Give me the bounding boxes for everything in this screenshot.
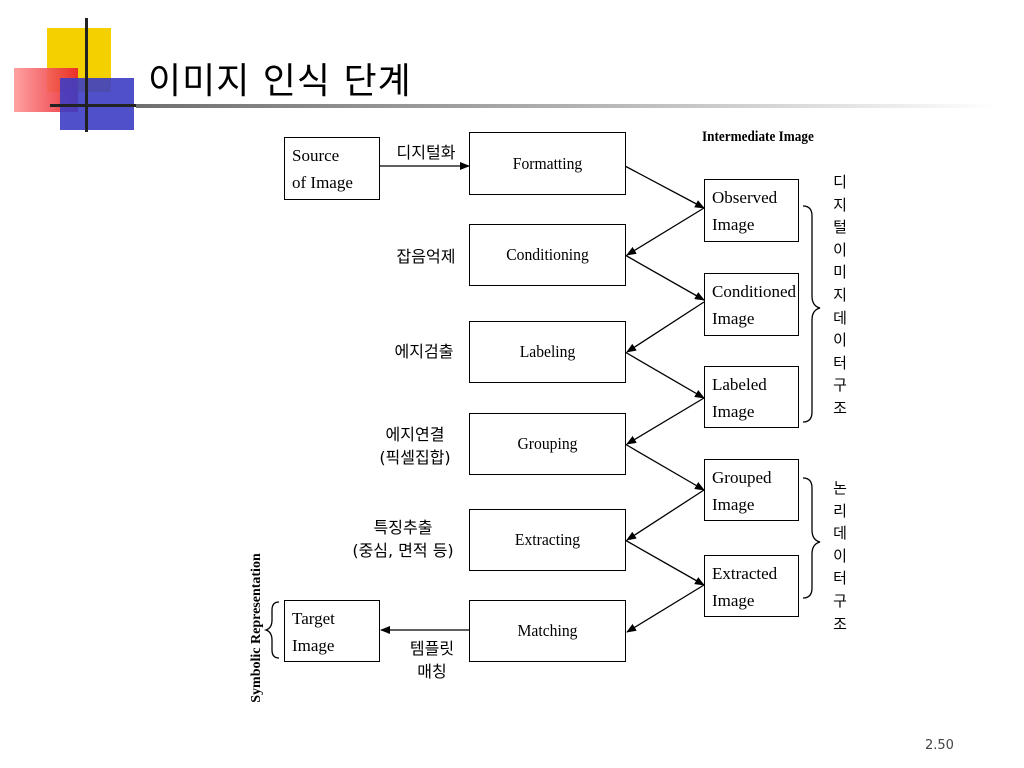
source-line-1: Source [292,146,340,165]
image-observed-line-1: Observed [712,188,778,207]
source-line-2: of Image [292,173,353,192]
note-feature-extraction-line-2: (중심, 면적 등) [352,541,454,560]
step-grouping-label: Grouping [517,434,578,453]
step-labeling-label: Labeling [519,342,576,361]
step-formatting: Formatting [469,132,626,195]
image-grouped: Grouped Image [704,459,799,521]
digital-image-data-structure-label: 디 지 털 이 미 지 데 이 터 구 조 [833,173,847,417]
logo-vertical-line [85,18,88,132]
step-extracting: Extracting [469,509,626,571]
note-template-matching-line-2: 매칭 [417,662,447,681]
step-labeling: Labeling [469,321,626,383]
image-conditioned-line-2: Image [712,309,755,328]
note-feature-extraction: 특징추출 (중심, 면적 등) [336,516,470,562]
image-conditioned: Conditioned Image [704,273,799,336]
logical-data-structure-label: 논 리 데 이 터 구 조 [833,479,847,633]
note-edge-detection: 에지검출 [394,342,454,361]
note-edge-linking-line-1: 에지연결 [385,425,445,444]
title-logo [0,0,150,140]
arrow-observed-to-conditioning [626,207,705,256]
step-matching-label: Matching [517,621,578,640]
image-labeled-line-1: Labeled [712,375,767,394]
target-line-2: Image [292,636,335,655]
source-image-box: Source of Image [284,137,380,200]
brace-symbolic [263,601,280,659]
arrow-labeled-to-grouping [626,397,705,445]
arrow-labeling-to-labeled [624,351,705,399]
target-image-box: Target Image [284,600,380,662]
step-grouping: Grouping [469,413,626,475]
note-noise-suppression: 잡음억제 [396,247,456,266]
note-template-matching: 템플릿 매칭 [394,637,470,683]
note-feature-extraction-line-1: 특징추출 [373,518,433,537]
step-extracting-label: Extracting [514,530,581,549]
image-grouped-line-2: Image [712,495,755,514]
step-conditioning-label: Conditioning [506,245,589,264]
image-extracted-line-2: Image [712,591,755,610]
arrow-conditioned-to-labeling [626,301,705,353]
arrow-extracting-to-extracted [624,539,705,586]
image-observed: Observed Image [704,179,799,242]
note-template-matching-line-1: 템플릿 [409,639,455,658]
image-labeled: Labeled Image [704,366,799,428]
arrow-grouped-to-extracting [626,489,705,541]
step-matching: Matching [469,600,626,662]
symbolic-representation-label: Symbolic Representation [249,553,264,703]
image-labeled-line-2: Image [712,402,755,421]
logo-horizontal-line [50,104,140,107]
page-title: 이미지 인식 단계 [148,61,412,102]
step-formatting-label: Formatting [512,153,583,173]
image-conditioned-line-1: Conditioned [712,282,797,301]
page-number: 2.50 [925,738,954,753]
arrow-extracted-to-matching [626,584,705,633]
image-grouped-line-1: Grouped [712,468,772,487]
image-extracted-line-1: Extracted [712,564,778,583]
arrow-conditioning-to-conditioned [624,254,705,301]
image-observed-line-2: Image [712,215,755,234]
arrow-formatting-to-observed [624,165,705,209]
target-line-1: Target [292,609,335,628]
arrow-grouping-to-grouped [624,443,705,491]
brace-digital [802,205,821,423]
intermediate-image-header: Intermediate Image [702,129,814,145]
image-extracted: Extracted Image [704,555,799,617]
title-underline [136,104,996,108]
note-edge-linking-line-2: (픽셀집합) [379,448,451,467]
brace-logical [802,477,821,599]
note-edge-linking: 에지연결 (픽셀집합) [360,423,470,469]
note-digitizing: 디지털화 [396,143,456,162]
step-conditioning: Conditioning [469,224,626,286]
